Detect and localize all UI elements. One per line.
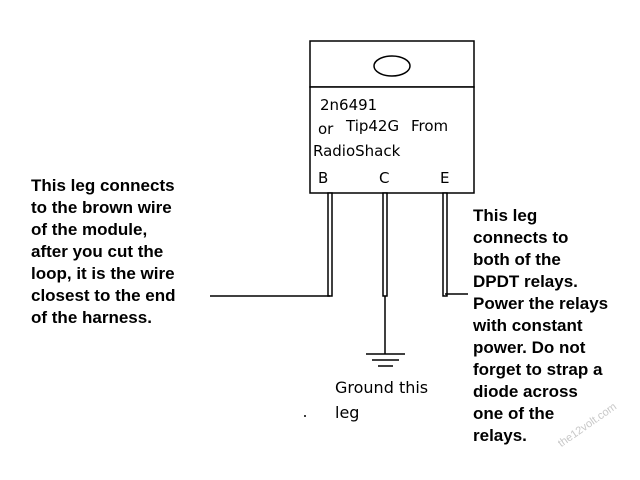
note-line: of the harness. (31, 308, 152, 327)
pin-label-base: B (318, 169, 328, 187)
note-line: Power the relays (473, 294, 609, 313)
note-line: leg (335, 403, 360, 422)
note-line: diode across (473, 382, 578, 401)
note-line: This leg (473, 206, 538, 225)
ground-note: Ground this leg (335, 375, 428, 425)
note-line: with constant (473, 316, 583, 335)
note-line: DPDT relays. (473, 272, 578, 291)
alternate-or-label: or (318, 120, 334, 138)
note-line: This leg connects (31, 176, 175, 195)
note-line: connects to (473, 228, 569, 247)
note-line: of the module, (31, 220, 148, 239)
note-line: relays. (473, 426, 527, 445)
alternate-part-label: Tip42G (345, 117, 399, 135)
note-line: closest to the end (31, 286, 176, 305)
from-label: From (411, 117, 448, 135)
ground-symbol (366, 353, 405, 367)
note-line: power. Do not (473, 338, 586, 357)
mounting-hole (373, 55, 411, 77)
base-leg-note: This leg connects to the brown wire of t… (31, 175, 176, 329)
note-line: both of the (473, 250, 561, 269)
note-line: after you cut the (31, 242, 164, 261)
pin-label-emitter: E (440, 169, 449, 187)
collector-leg (382, 192, 388, 297)
part-number-label: 2n6491 (320, 96, 377, 114)
stray-dot (304, 415, 306, 417)
emitter-leg-note: This leg connects to both of the DPDT re… (473, 205, 608, 447)
note-line: loop, it is the wire (31, 264, 175, 283)
note-line: Ground this (335, 378, 429, 397)
pin-label-collector: C (379, 169, 389, 187)
note-line: one of the (473, 404, 555, 423)
note-line: forget to strap a (473, 360, 603, 379)
base-leg (327, 192, 333, 297)
vendor-label: RadioShack (313, 142, 401, 160)
note-line: to the brown wire (31, 198, 172, 217)
emitter-leg (442, 192, 448, 297)
transistor-body (309, 86, 475, 194)
